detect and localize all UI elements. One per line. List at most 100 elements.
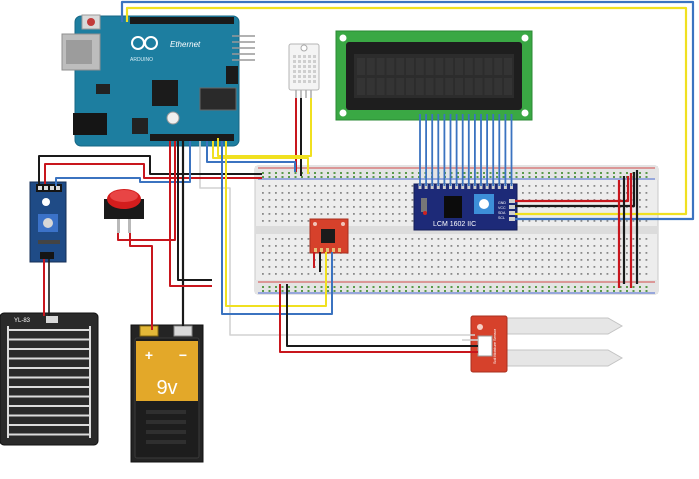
breadboard-hole: [301, 266, 303, 268]
breadboard-hole: [554, 192, 557, 194]
breadboard-hole: [431, 273, 433, 275]
rail-hole: [359, 286, 362, 288]
breadboard-hole: [489, 245, 492, 247]
breadboard-hole: [554, 220, 557, 222]
breadboard-hole: [528, 259, 531, 261]
breadboard-hole: [333, 185, 336, 187]
breadboard-hole: [346, 266, 349, 268]
rail-hole: [288, 176, 290, 178]
breadboard-hole: [437, 273, 440, 275]
breadboard-hole: [489, 266, 492, 268]
breadboard-hole: [632, 273, 635, 275]
rail-hole: [327, 176, 329, 178]
rail-hole: [580, 286, 583, 288]
breadboard-hole: [444, 245, 446, 247]
breadboard-hole: [496, 266, 498, 268]
rail-hole: [320, 286, 323, 288]
rail-hole: [294, 172, 297, 174]
rail-hole: [489, 290, 492, 292]
rail-hole: [535, 286, 537, 288]
wire-blue-top: [120, 0, 695, 221]
rail-hole: [463, 290, 466, 292]
breadboard-hole: [288, 206, 290, 208]
breadboard-hole: [405, 273, 407, 275]
breadboard-hole: [392, 206, 394, 208]
breadboard-hole: [639, 185, 641, 187]
breadboard-hole: [392, 238, 394, 240]
rail-hole: [379, 172, 381, 174]
vent-slot: [313, 80, 316, 83]
microcontroller-chip: [152, 80, 178, 106]
vent-slot: [293, 65, 296, 68]
breadboard-hole: [281, 259, 284, 261]
rail-hole: [398, 176, 401, 178]
breadboard-hole: [359, 220, 362, 222]
breadboard-hole: [639, 192, 641, 194]
breadboard-hole: [483, 273, 485, 275]
rail-hole: [587, 290, 589, 292]
arduino-ethernet-board: Ethernet ARDUINO: [61, 14, 255, 147]
vent-slot: [308, 55, 311, 58]
breadboard-hole: [268, 259, 271, 261]
rail-hole: [535, 172, 537, 174]
rail-hole: [424, 290, 427, 292]
breadboard-hole: [385, 245, 388, 247]
breadboard-hole: [379, 220, 381, 222]
breadboard-hole: [372, 192, 375, 194]
breadboard-hole: [489, 273, 492, 275]
rail-hole: [509, 172, 511, 174]
breadboard-hole: [496, 245, 498, 247]
rail-hole: [639, 290, 641, 292]
i2c-pin-gnd: GND: [498, 201, 506, 205]
rail-hole: [450, 176, 453, 178]
breadboard-hole: [353, 273, 355, 275]
lcd-cell: [366, 78, 375, 95]
breadboard-hole: [398, 220, 401, 222]
rain-sensor-plate: YL-83: [0, 312, 99, 446]
lcd-cell: [415, 58, 424, 75]
breadboard-hole: [626, 259, 628, 261]
breadboard-hole: [398, 185, 401, 187]
breadboard-hole: [606, 185, 609, 187]
dht-vent-grid: [293, 55, 316, 83]
breadboard-hole: [632, 238, 635, 240]
breadboard-hole: [437, 266, 440, 268]
vent-slot: [293, 70, 296, 73]
breadboard-hole: [645, 273, 648, 275]
breadboard-hole: [333, 213, 336, 215]
breadboard-hole: [288, 220, 290, 222]
breadboard-hole: [515, 252, 518, 254]
wire-yellow-a: [212, 141, 309, 174]
breadboard-hole: [509, 273, 511, 275]
rail-hole: [307, 286, 310, 288]
breadboard-hole: [567, 245, 570, 247]
rail-hole: [476, 290, 479, 292]
rail-hole: [444, 290, 446, 292]
breadboard-hole: [496, 252, 498, 254]
rail-hole: [626, 286, 628, 288]
breadboard-hole: [353, 185, 355, 187]
breadboard-hole: [294, 213, 297, 215]
breadboard-hole: [366, 185, 368, 187]
header-pin: [418, 184, 422, 189]
header-pin: [424, 184, 428, 189]
breadboard-hole: [398, 273, 401, 275]
breadboard-hole: [340, 199, 342, 201]
rail-hole: [450, 172, 453, 174]
breadboard-hole: [366, 206, 368, 208]
breadboard-hole: [593, 259, 596, 261]
breadboard-hole: [327, 185, 329, 187]
header-pin: [436, 184, 440, 189]
rain-plate-label: YL-83: [14, 318, 31, 324]
rail-hole: [333, 176, 336, 178]
breadboard-hole: [301, 199, 303, 201]
breadboard-hole: [398, 259, 401, 261]
breadboard-hole: [463, 259, 466, 261]
breadboard-hole: [281, 220, 284, 222]
breadboard-hole: [437, 252, 440, 254]
breadboard-hole: [489, 259, 492, 261]
breadboard-hole: [645, 206, 648, 208]
breadboard-hole: [359, 273, 362, 275]
breadboard-hole: [626, 273, 628, 275]
rail-hole: [288, 290, 290, 292]
